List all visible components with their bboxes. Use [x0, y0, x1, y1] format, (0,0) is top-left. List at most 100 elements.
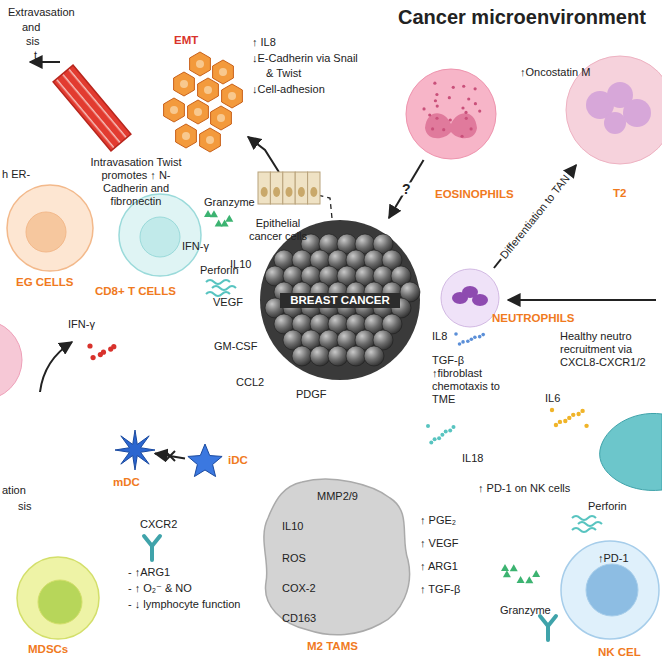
emt-cell	[200, 128, 221, 152]
epithelial-nucleus	[298, 187, 305, 197]
emt-cell	[174, 72, 195, 96]
cell-node: Epithelial cancer cells	[258, 172, 320, 204]
epithelial-nucleus	[286, 187, 293, 197]
node-text: MMP2/9	[317, 490, 358, 503]
annotation-label: t	[34, 49, 37, 62]
partial-cell	[0, 320, 22, 400]
annotation-label: VEGF	[213, 296, 243, 309]
annotation-label: ↑ ARG1	[420, 560, 458, 573]
granule	[452, 86, 455, 89]
granzyme-mark	[517, 576, 525, 583]
annotation-label: Perforin	[588, 500, 627, 513]
annotation-label: CXCR2	[140, 518, 177, 531]
granule	[436, 104, 439, 107]
granzyme-mark	[525, 576, 533, 583]
cytokine-dot	[458, 342, 462, 346]
perforin-mark	[206, 292, 230, 296]
annotation-label: IL18	[462, 452, 483, 465]
node-text: EMT	[174, 34, 198, 47]
annotation-label: sis	[26, 35, 39, 48]
annotation-label: & Twist	[266, 67, 301, 80]
cytokine-dot	[440, 433, 444, 437]
emt-nucleus	[217, 114, 225, 122]
tumour-outline	[260, 220, 420, 380]
connector-arrow	[320, 196, 332, 218]
emt-cell	[222, 84, 243, 108]
cytokine-dot	[478, 335, 482, 339]
annotation-label: ↑ PD-1 on NK cells	[478, 482, 570, 495]
shape-group	[17, 557, 99, 639]
node-text: BREAST CANCER	[280, 293, 400, 308]
granule	[422, 107, 425, 110]
cell-node: EOSINOPHILS	[405, 68, 497, 160]
node-text: COX-2	[282, 582, 316, 595]
extravasation-arrow	[30, 61, 60, 63]
cell-node: EMT	[160, 50, 248, 155]
emt-nucleus	[219, 68, 227, 76]
node-shape	[16, 556, 100, 640]
cell-node: EG CELLS	[6, 184, 94, 272]
annotation-label: sis	[18, 500, 31, 513]
perforin-mark	[572, 528, 596, 532]
granule	[461, 106, 464, 109]
node-shape	[405, 68, 497, 160]
cell-node: NEUTROPHILS	[440, 268, 500, 328]
node-text: ROS	[282, 552, 306, 565]
cell-body	[406, 69, 496, 159]
cell-nucleus	[140, 217, 180, 257]
connector-arrow	[389, 160, 424, 218]
annotation-label: IL6	[545, 392, 560, 405]
granule	[431, 127, 434, 130]
node-text: IL10	[282, 520, 303, 533]
dendritic-cell	[115, 430, 155, 470]
tumour-cell	[328, 346, 348, 366]
annotation-label: IFN-γ	[182, 240, 209, 253]
emt-cell	[188, 100, 209, 124]
annotation-label: GM-CSF	[214, 340, 257, 353]
annotation-label: ↑ VEGF	[420, 537, 459, 550]
cytokine-dot	[580, 409, 584, 413]
annotation-label: Extravasation	[8, 6, 75, 19]
tumour-cell	[310, 346, 330, 366]
annotation-label: IL8	[432, 330, 447, 343]
shape-group	[260, 220, 420, 380]
granule	[465, 117, 468, 120]
cytokine-dot	[437, 436, 441, 440]
node-shape	[258, 172, 320, 204]
shape-group	[264, 479, 410, 635]
cytokine-dot	[466, 340, 470, 344]
granzyme-mark	[225, 215, 233, 222]
epithelial-nucleus	[273, 187, 280, 197]
blood-vessel	[53, 65, 131, 151]
granzyme-mark	[532, 570, 540, 577]
cell-nucleus	[26, 212, 66, 252]
node-shape	[160, 50, 248, 155]
annotation-label: Intravasation Twist promotes ↑ N-Cadheri…	[88, 156, 184, 208]
annotation-label: IL10	[230, 258, 251, 271]
nucleus-lobe	[623, 99, 651, 127]
node-text: Epithelial cancer cells	[238, 217, 318, 243]
epithelial-nucleus	[261, 187, 268, 197]
cell-node: MMP2/9IL10ROSCOX-2CD163M2 TAMS	[262, 478, 412, 638]
emt-cell	[211, 106, 232, 130]
node-text: iDC	[228, 454, 248, 467]
cytokine-dot	[571, 413, 575, 417]
nucleus-lobe	[472, 294, 488, 306]
ifn-arrow	[40, 342, 72, 392]
cytokine-dot	[576, 412, 580, 416]
cytokine-dot	[448, 428, 452, 432]
emt-nucleus	[170, 106, 178, 114]
perforin-mark	[572, 516, 596, 520]
cytokine-dot	[452, 425, 456, 429]
node-shape	[115, 430, 155, 470]
granule	[474, 102, 477, 105]
recruitment-arrow	[508, 299, 656, 301]
annotation-label: and	[22, 21, 40, 34]
perforin-mark	[206, 280, 230, 284]
epithelial-nucleus	[310, 187, 317, 197]
node-text: CD163	[282, 612, 316, 625]
granule	[435, 93, 438, 96]
emt-cell	[190, 52, 211, 76]
fibroblast-cell	[600, 413, 662, 490]
